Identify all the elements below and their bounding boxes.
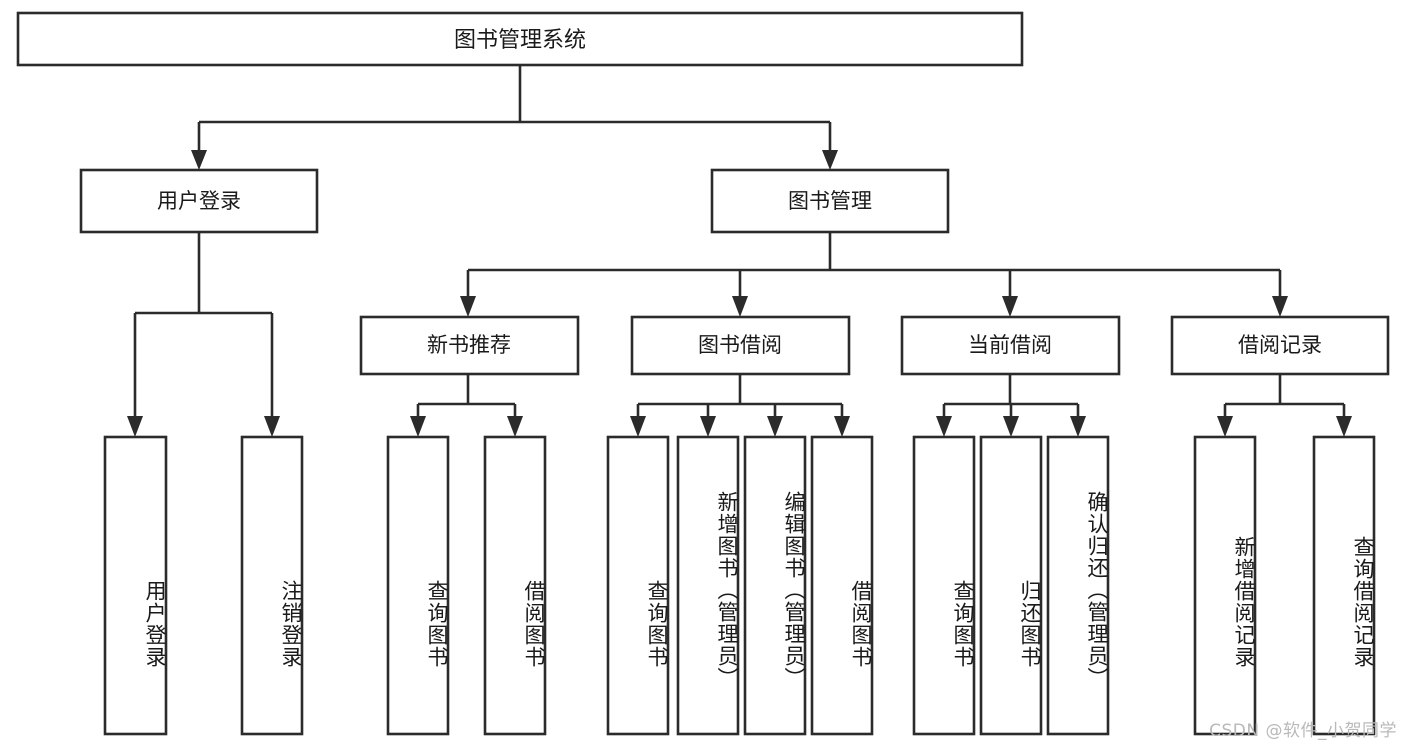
node-book-manage[interactable]: 图书管理	[710, 168, 950, 234]
node-book-borrow-label: 图书借阅	[698, 333, 782, 357]
node-borrow-record[interactable]: 借阅记录	[1170, 315, 1390, 376]
node-leaf-query-book-borrow-box[interactable]	[606, 435, 670, 736]
arrow-head-leaf-add-borrow-record	[1217, 416, 1233, 437]
arrow-head-new-book-recommend	[460, 296, 476, 317]
csdn-watermark: CSDN @软件_小贺同学	[1209, 721, 1397, 741]
node-book-manage-box[interactable]	[710, 168, 950, 234]
arrow-head-book-borrow	[732, 296, 748, 317]
connector-group-borrow-record	[1217, 374, 1352, 437]
node-user-login-label: 用户登录	[157, 189, 241, 213]
node-user-login[interactable]: 用户登录	[79, 168, 319, 234]
node-root-label: 图书管理系统	[454, 28, 586, 53]
node-leaf-borrow-book-box[interactable]	[810, 435, 874, 736]
node-book-borrow[interactable]: 图书借阅	[630, 315, 851, 376]
node-leaf-logout-box[interactable]	[240, 435, 304, 736]
arrow-head-leaf-confirm-return-admin	[1070, 416, 1086, 437]
arrow-head-leaf-user-login	[127, 416, 143, 437]
arrow-head-leaf-borrow-book	[834, 416, 850, 437]
connector-group-user-login	[127, 232, 280, 437]
connector-group-new-book-recommend	[410, 374, 523, 437]
arrow-head-leaf-query-book-borrow	[630, 416, 646, 437]
node-book-manage-label: 图书管理	[788, 189, 872, 213]
arrow-head-leaf-borrow-book-rec	[507, 416, 523, 437]
arrow-head-leaf-return-book	[1003, 416, 1019, 437]
connector-group-book-manage	[460, 232, 1288, 317]
node-root-box[interactable]	[16, 11, 1024, 67]
arrow-head-leaf-query-book-rec	[410, 416, 426, 437]
node-current-borrow[interactable]: 当前借阅	[900, 315, 1121, 376]
node-leaf-borrow-book-rec-box[interactable]	[483, 435, 547, 736]
node-new-book-recommend[interactable]: 新书推荐	[359, 315, 580, 376]
arrow-head-leaf-query-borrow-record	[1336, 416, 1352, 437]
node-new-book-recommend-label: 新书推荐	[427, 333, 511, 357]
arrow-head-leaf-edit-book-admin	[767, 416, 783, 437]
connector-group-book-borrow	[630, 374, 850, 437]
connector-group-current-borrow	[936, 374, 1086, 437]
node-leaf-query-borrow-record-box[interactable]	[1312, 435, 1376, 736]
node-book-borrow-box[interactable]	[630, 315, 851, 376]
arrow-head-leaf-add-book-admin	[700, 416, 716, 437]
arrow-head-current-borrow	[1002, 296, 1018, 317]
node-leaf-return-book-box[interactable]	[979, 435, 1043, 736]
node-borrow-record-box[interactable]	[1170, 315, 1390, 376]
node-leaf-add-borrow-record-box[interactable]	[1193, 435, 1257, 736]
arrow-head-leaf-logout	[264, 416, 280, 437]
arrow-head-borrow-record	[1272, 296, 1288, 317]
node-new-book-recommend-box[interactable]	[359, 315, 580, 376]
node-leaf-edit-book-admin-box[interactable]	[743, 435, 807, 736]
node-leaf-add-book-admin-box[interactable]	[676, 435, 740, 736]
node-current-borrow-box[interactable]	[900, 315, 1121, 376]
node-user-login-box[interactable]	[79, 168, 319, 234]
node-leaf-user-login-box[interactable]	[103, 435, 168, 736]
arrow-head-leaf-query-book-current	[936, 416, 952, 437]
node-borrow-record-label: 借阅记录	[1238, 333, 1322, 357]
node-leaf-query-book-current-box[interactable]	[912, 435, 976, 736]
arrow-head-book-manage	[822, 150, 838, 170]
node-current-borrow-label: 当前借阅	[968, 333, 1052, 357]
node-leaf-confirm-return-admin-box[interactable]	[1046, 435, 1110, 736]
connector-group-root	[191, 65, 838, 170]
node-leaf-query-book-rec-box[interactable]	[386, 435, 450, 736]
node-root[interactable]: 图书管理系统	[16, 11, 1024, 67]
arrow-head-user-login	[191, 150, 207, 170]
